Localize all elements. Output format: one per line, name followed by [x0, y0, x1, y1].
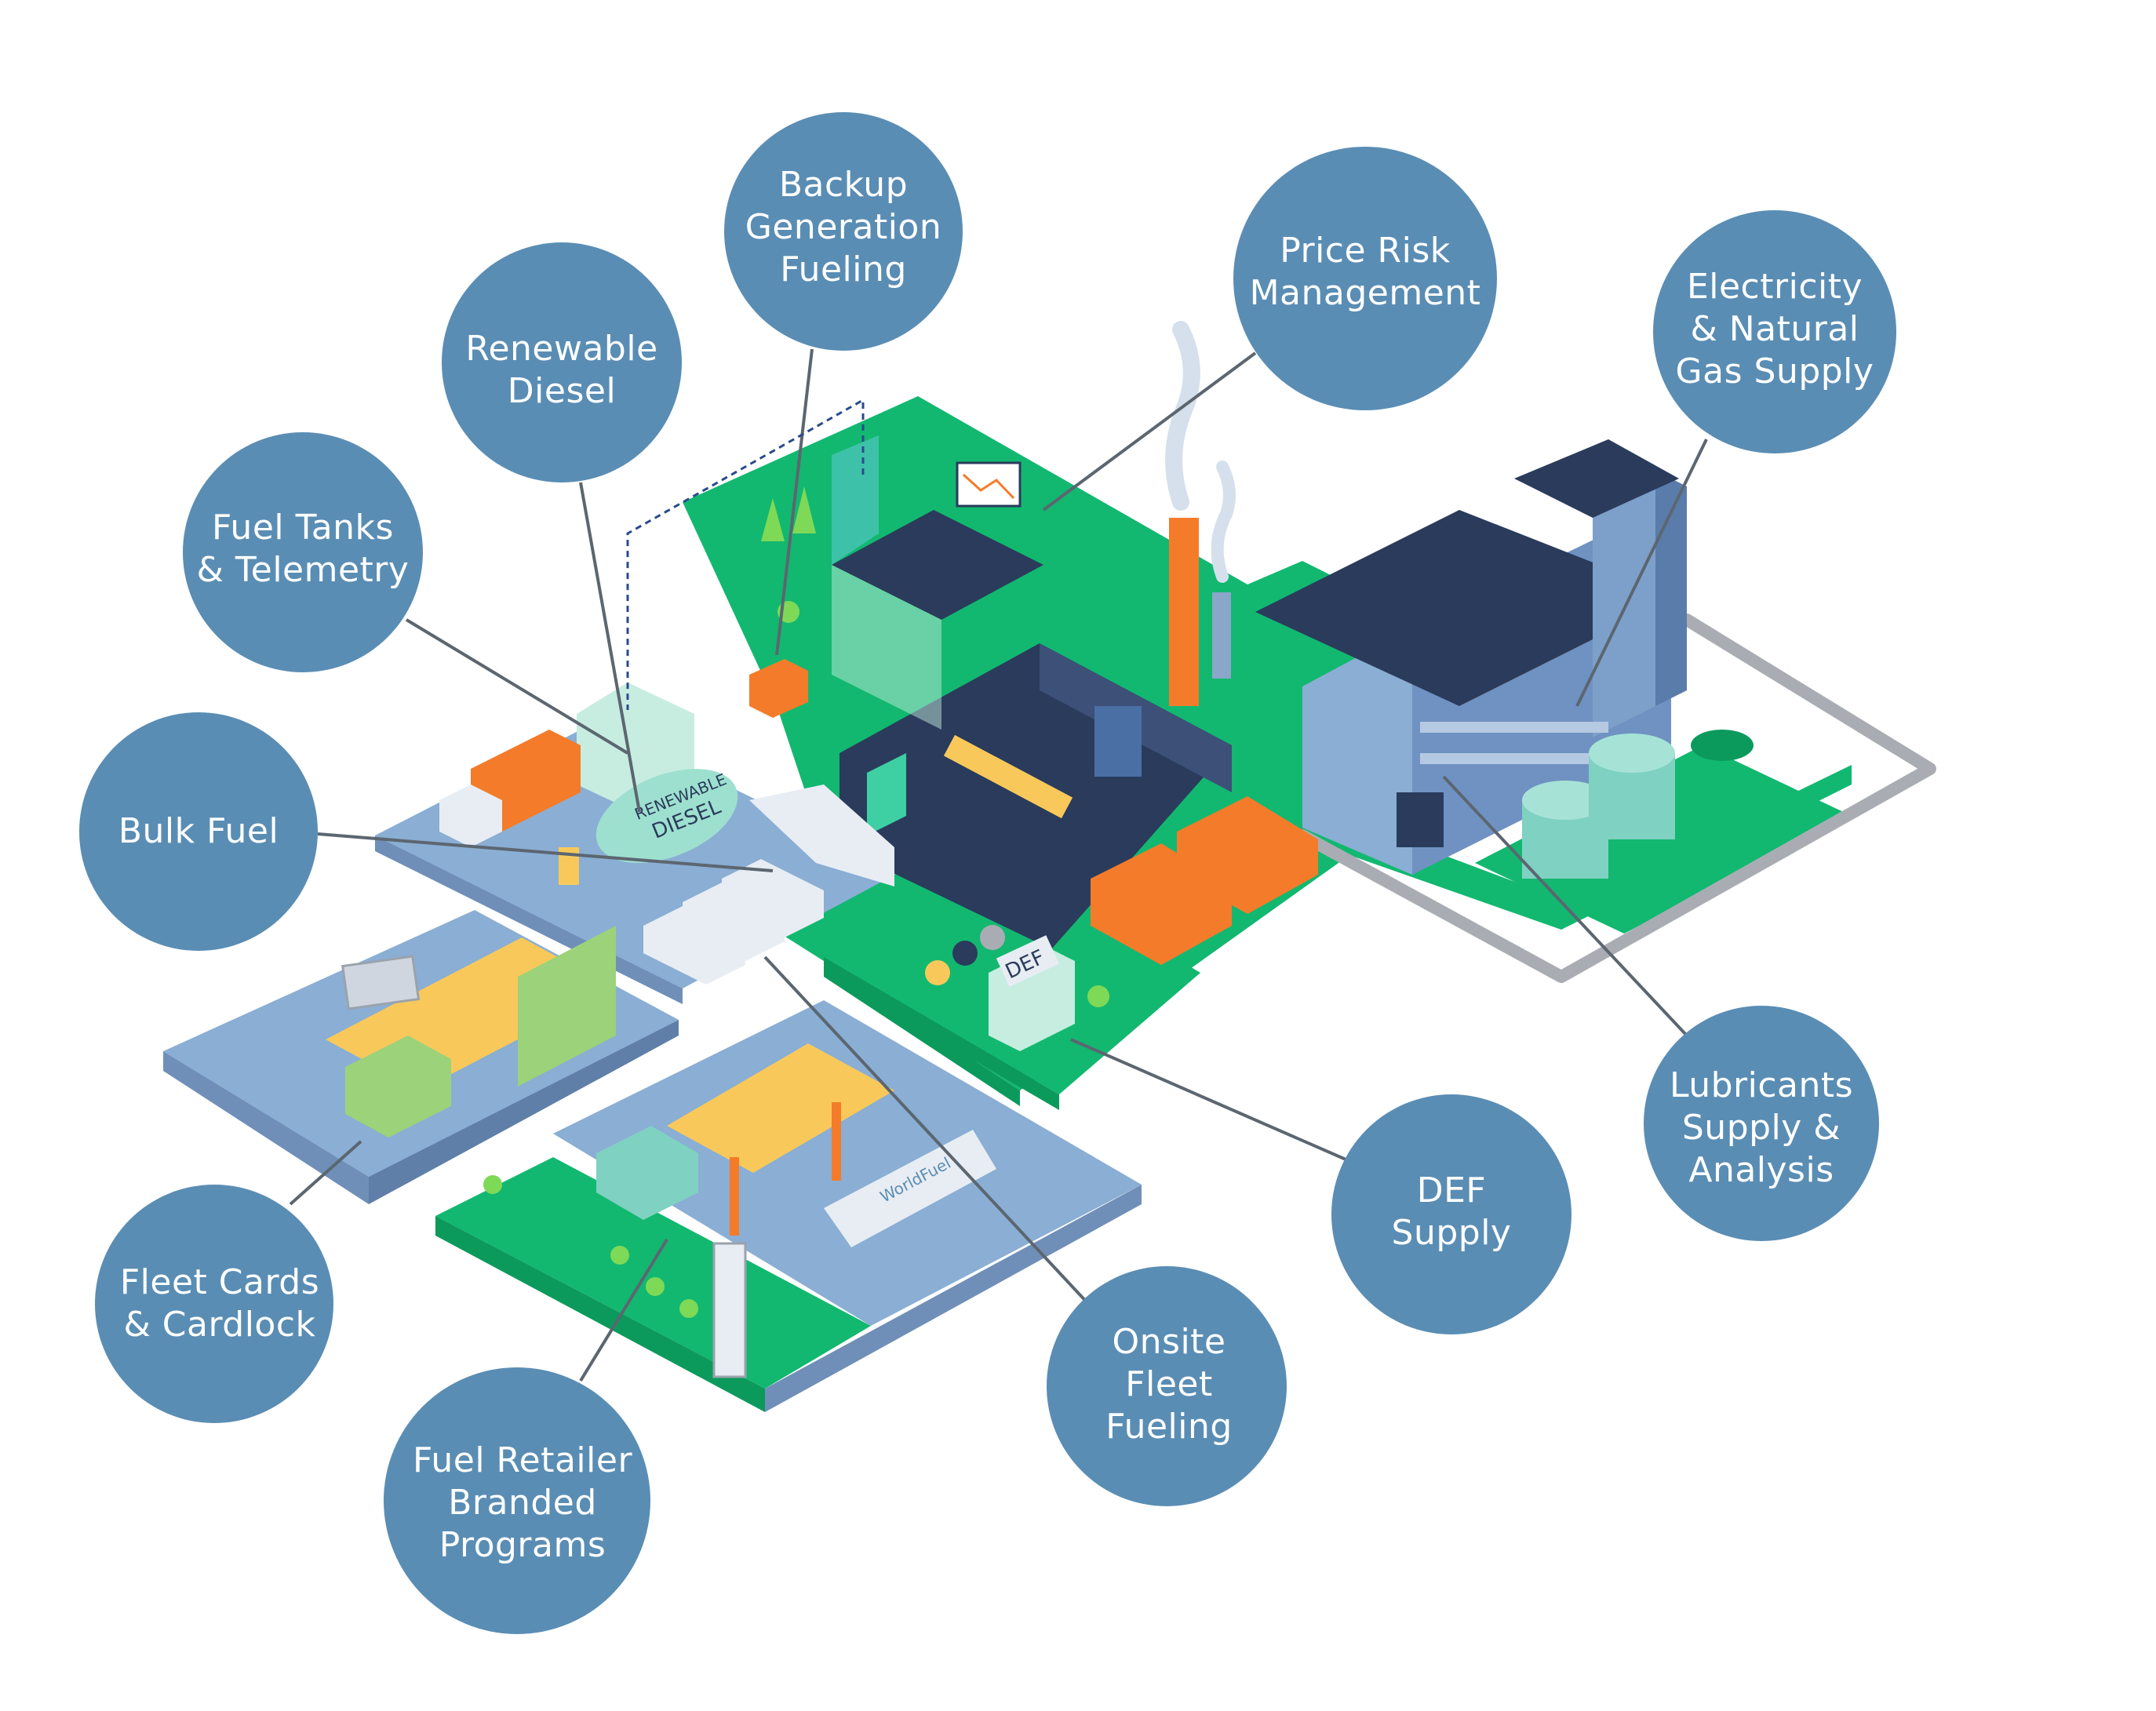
trucks: [439, 730, 1318, 985]
label-onsite-fleet-fueling: Onsite Fleet Fueling: [1105, 1322, 1233, 1447]
oil-drum: [925, 960, 950, 985]
pipeline-loop: [1296, 613, 1936, 983]
bubble-price-risk-management[interactable]: [1233, 147, 1497, 410]
pipeline: [1296, 613, 1936, 983]
fleet-card-pad-edge-r: [369, 1020, 679, 1204]
window-row: [1420, 722, 1608, 733]
smokestack-secondary: [1212, 592, 1231, 679]
bubble-onsite-fleet-fueling[interactable]: [1047, 1266, 1287, 1506]
tree: [646, 1277, 665, 1296]
label-renewable-diesel: Renewable Diesel: [465, 329, 658, 411]
oil-drum: [980, 925, 1005, 950]
conveyor: [943, 734, 1073, 819]
retail-pad-edge: [435, 1216, 765, 1412]
label-price-risk-management: Price Risk Management: [1249, 231, 1481, 313]
backup-generator: [749, 659, 808, 718]
storage-tank-top: [1522, 781, 1608, 820]
def-green-edge: [824, 957, 1059, 1110]
renewable-diesel-area: RENEWABLE DIESEL: [559, 683, 738, 885]
pond: [1691, 730, 1754, 761]
smoke-plume: [1165, 321, 1200, 511]
control-room-floor: [832, 510, 1043, 620]
control-room-glass: [832, 565, 941, 730]
bubble-bulk-fuel[interactable]: [79, 712, 318, 951]
factory-roof: [1255, 510, 1679, 706]
connector-fleetcards: [289, 1140, 362, 1206]
fleet-card: [341, 955, 421, 1010]
fleet-card-pad-edge: [163, 1051, 369, 1204]
connector-onsite: [763, 956, 1092, 1308]
smokestack: [1169, 518, 1199, 706]
factory-tower: [1593, 471, 1655, 737]
connector-retailer: [579, 1238, 668, 1382]
retail-station-pad: [553, 1000, 1142, 1326]
tree: [792, 486, 816, 533]
connector-bulk: [317, 832, 774, 872]
bubble-electricity-natural-gas-supply[interactable]: [1653, 210, 1896, 453]
fleet-van: [722, 859, 824, 937]
factory-tower-roof: [1514, 439, 1679, 518]
orange-truck: [1177, 796, 1318, 914]
renewable-diesel-tank: [595, 769, 738, 863]
telemetry-link: [626, 398, 865, 710]
green-truck: [345, 1036, 451, 1138]
tank-yard-tanks: [1522, 730, 1754, 879]
connector-tanks: [405, 618, 629, 755]
bubble-lubricants-supply-analysis[interactable]: [1644, 1006, 1879, 1241]
connector-renewable: [579, 482, 641, 813]
bubble-backup-generation-fueling[interactable]: [724, 112, 963, 351]
def-sign: [996, 935, 1060, 987]
smoke-plume: [1211, 461, 1236, 583]
price-sign: [712, 1242, 747, 1378]
label-backup-generation-fueling: Backup Generation Fueling: [745, 165, 942, 289]
canopy-post: [730, 1157, 739, 1236]
bubble-fuel-retailer-branded-programs[interactable]: [384, 1367, 650, 1634]
label-fuel-retailer-branded-programs: Fuel Retailer Branded Programs: [412, 1440, 633, 1565]
bubble-fleet-cards-cardlock[interactable]: [95, 1185, 333, 1423]
screen-panel: [867, 753, 906, 835]
factory-body-left: [1302, 628, 1412, 875]
tanker-truck: [749, 785, 894, 886]
retail-canopy: [667, 1043, 894, 1173]
bubble-def-supply[interactable]: [1331, 1094, 1571, 1334]
connector-lines: [289, 348, 1708, 1382]
machine: [1094, 706, 1142, 777]
def-station: DEF: [925, 925, 1109, 1051]
tree: [761, 498, 785, 541]
oil-drum: [952, 941, 978, 966]
tree: [610, 1246, 629, 1265]
label-def-supply: DEF Supply: [1391, 1170, 1512, 1253]
cardlock-building: [518, 926, 616, 1087]
label-fleet-cards-cardlock: Fleet Cards & Cardlock: [119, 1262, 320, 1345]
service-bubbles: [79, 112, 1896, 1634]
factory-tower-side: [1655, 471, 1687, 706]
control-room: [832, 435, 1043, 730]
tree: [1087, 985, 1109, 1007]
data-display-graph: [962, 473, 1015, 500]
storage-tank-top: [1589, 734, 1675, 773]
bubble-fuel-tanks-telemetry[interactable]: [183, 432, 423, 672]
connector-def: [1070, 1038, 1350, 1163]
connector-electricity: [1575, 439, 1708, 707]
bubble-renewable-diesel[interactable]: [442, 242, 682, 482]
loading-door: [1397, 792, 1444, 847]
control-room-wall: [832, 435, 879, 565]
connector-price: [1042, 351, 1257, 511]
retail-pad-edge-r: [765, 1185, 1142, 1412]
connector-backup: [775, 348, 814, 656]
tree: [679, 1299, 698, 1318]
tree: [483, 1175, 502, 1194]
white-truck-cab: [439, 785, 502, 847]
window-row: [1420, 753, 1608, 764]
retail-green-strip: [435, 1157, 871, 1389]
label-electricity-natural-gas-supply: Electricity & Natural Gas Supply: [1675, 267, 1874, 391]
label-bulk-fuel: Bulk Fuel: [118, 811, 279, 851]
canopy-post: [832, 1102, 841, 1181]
connector-lubricants: [1442, 775, 1688, 1037]
cardlock-area: [326, 926, 616, 1138]
label-fuel-tanks-telemetry: Fuel Tanks & Telemetry: [196, 508, 410, 590]
teal-truck: [596, 1126, 698, 1220]
label-lubricants-supply-analysis: Lubricants Supply & Analysis: [1669, 1065, 1854, 1190]
